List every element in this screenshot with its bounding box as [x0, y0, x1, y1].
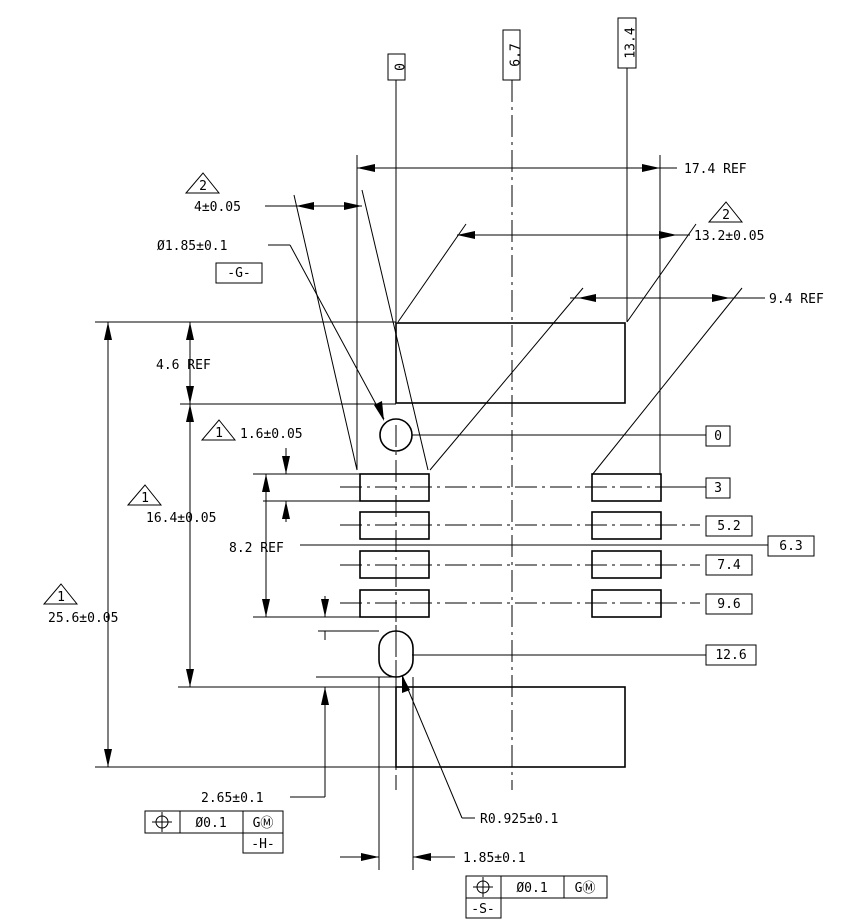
datum-box-col-6-7: 6.7	[502, 29, 524, 81]
svg-text:13.2±0.05: 13.2±0.05	[694, 229, 764, 244]
arrow-head-icon	[282, 456, 290, 474]
fcf-h: Ø0.1 GⓂ -H-	[144, 810, 284, 854]
arrow-head-icon	[186, 404, 194, 422]
svg-text:1: 1	[57, 590, 65, 605]
arrow-head-icon	[712, 294, 730, 302]
svg-text:1.6±0.05: 1.6±0.05	[240, 427, 303, 442]
arrow-head-icon	[413, 853, 431, 861]
dim-top-ref: 4.6 REF	[156, 322, 396, 405]
dim-slot-radius: R0.925±0.1	[401, 674, 558, 827]
svg-text:6.7: 6.7	[509, 43, 524, 66]
arrow-head-icon	[642, 164, 660, 172]
dim-pad-width: 1 1.6±0.05	[200, 419, 360, 522]
svg-text:R0.925±0.1: R0.925±0.1	[480, 812, 558, 827]
arrow-head-icon	[321, 599, 329, 617]
arrow-head-icon	[357, 164, 375, 172]
datum-box-row-6-3: 6.3	[300, 535, 815, 557]
svg-text:0: 0	[714, 429, 722, 444]
svg-text:4.6 REF: 4.6 REF	[156, 358, 211, 373]
dim-slot-width: 1.85±0.1	[340, 677, 526, 870]
svg-text:8.2 REF: 8.2 REF	[229, 541, 284, 556]
dim-mid-span: 1 16.4±0.05	[126, 404, 396, 688]
datum-box-row-0: 0	[705, 425, 731, 447]
arrow-head-icon	[104, 322, 112, 340]
dim-inner-ref: 9.4 REF	[429, 287, 824, 476]
svg-text:2: 2	[199, 179, 207, 194]
svg-text:-G-: -G-	[227, 266, 250, 281]
svg-text:4±0.05: 4±0.05	[194, 200, 241, 215]
arrow-head-icon	[296, 202, 314, 210]
svg-text:Ø0.1: Ø0.1	[195, 816, 226, 831]
svg-text:17.4 REF: 17.4 REF	[684, 162, 747, 177]
note-flag-icon: 2	[707, 201, 744, 223]
note-flag-icon: 1	[200, 419, 237, 441]
svg-text:12.6: 12.6	[715, 648, 746, 663]
svg-text:16.4±0.05: 16.4±0.05	[146, 511, 216, 526]
dim-pad-span: 2 13.2±0.05	[397, 201, 764, 323]
arrow-head-icon	[186, 322, 194, 340]
svg-text:GⓂ: GⓂ	[253, 816, 274, 831]
datum-box-col-13-4: 13.4	[617, 17, 639, 69]
dim-pad-slot-gap	[318, 596, 379, 640]
arrow-head-icon	[186, 669, 194, 687]
note-flag-icon: 1	[126, 484, 163, 506]
position-tolerance-icon	[473, 877, 493, 897]
pads-left	[359, 473, 430, 618]
svg-text:1: 1	[215, 426, 223, 441]
arrow-head-icon	[402, 675, 410, 693]
svg-text:5.2: 5.2	[717, 519, 740, 534]
top-body-outline	[395, 322, 626, 404]
svg-text:9.6: 9.6	[717, 597, 740, 612]
arrow-head-icon	[578, 294, 596, 302]
arrow-head-icon	[457, 231, 475, 239]
svg-text:2: 2	[722, 208, 730, 223]
arrow-head-icon	[186, 386, 194, 404]
dim-overall-ref: 17.4 REF	[357, 162, 747, 177]
arrow-head-icon	[104, 749, 112, 767]
dim-pad-to-hole: 2 4±0.05	[184, 172, 429, 471]
note-flag-icon: 1	[42, 583, 79, 605]
datum-box-row-7-4: 7.4	[705, 554, 753, 576]
svg-text:-S-: -S-	[471, 902, 494, 917]
position-tolerance-icon	[152, 812, 172, 832]
datum-g-box	[215, 262, 263, 284]
datum-box-row-3: 3	[661, 477, 731, 499]
column-extension-lines	[356, 68, 661, 475]
arrow-head-icon	[321, 687, 329, 705]
svg-text:7.4: 7.4	[717, 558, 741, 573]
svg-text:GⓂ: GⓂ	[575, 881, 596, 896]
arrow-head-icon	[262, 599, 270, 617]
arrow-head-icon	[374, 401, 384, 421]
svg-text:3: 3	[714, 481, 722, 496]
svg-text:13.4: 13.4	[624, 27, 639, 58]
datum-box-row-12-6: 12.6	[705, 644, 757, 666]
fcf-s: Ø0.1 GⓂ -S-	[465, 875, 608, 919]
arrow-head-icon	[344, 202, 362, 210]
dim-hole-diameter: Ø1.85±0.1 -G-	[157, 239, 385, 421]
dim-slot-offset: 2.65±0.1	[201, 676, 396, 806]
bottom-body-outline	[395, 686, 626, 768]
svg-text:0: 0	[394, 63, 409, 71]
pads-right	[591, 473, 662, 618]
arrow-head-icon	[282, 501, 290, 519]
svg-text:1.85±0.1: 1.85±0.1	[463, 851, 526, 866]
arrow-head-icon	[262, 474, 270, 492]
datum-box-row-9-6: 9.6	[705, 593, 753, 615]
svg-text:-H-: -H-	[251, 837, 274, 852]
svg-text:1: 1	[141, 491, 149, 506]
svg-text:25.6±0.05: 25.6±0.05	[48, 611, 118, 626]
svg-text:Ø0.1: Ø0.1	[516, 881, 547, 896]
dim-total-height: 1 25.6±0.05	[42, 321, 396, 768]
datum-box-row-5-2: 5.2	[705, 515, 753, 537]
svg-text:9.4 REF: 9.4 REF	[769, 292, 824, 307]
svg-text:2.65±0.1: 2.65±0.1	[201, 791, 264, 806]
arrow-head-icon	[361, 853, 379, 861]
svg-text:Ø1.85±0.1: Ø1.85±0.1	[157, 239, 227, 254]
dim-pitch-ref: 8.2 REF	[229, 474, 360, 618]
datum-box-col-0: 0	[387, 53, 409, 81]
svg-text:6.3: 6.3	[779, 539, 802, 554]
arrow-head-icon	[659, 231, 677, 239]
note-flag-icon: 2	[184, 172, 221, 194]
